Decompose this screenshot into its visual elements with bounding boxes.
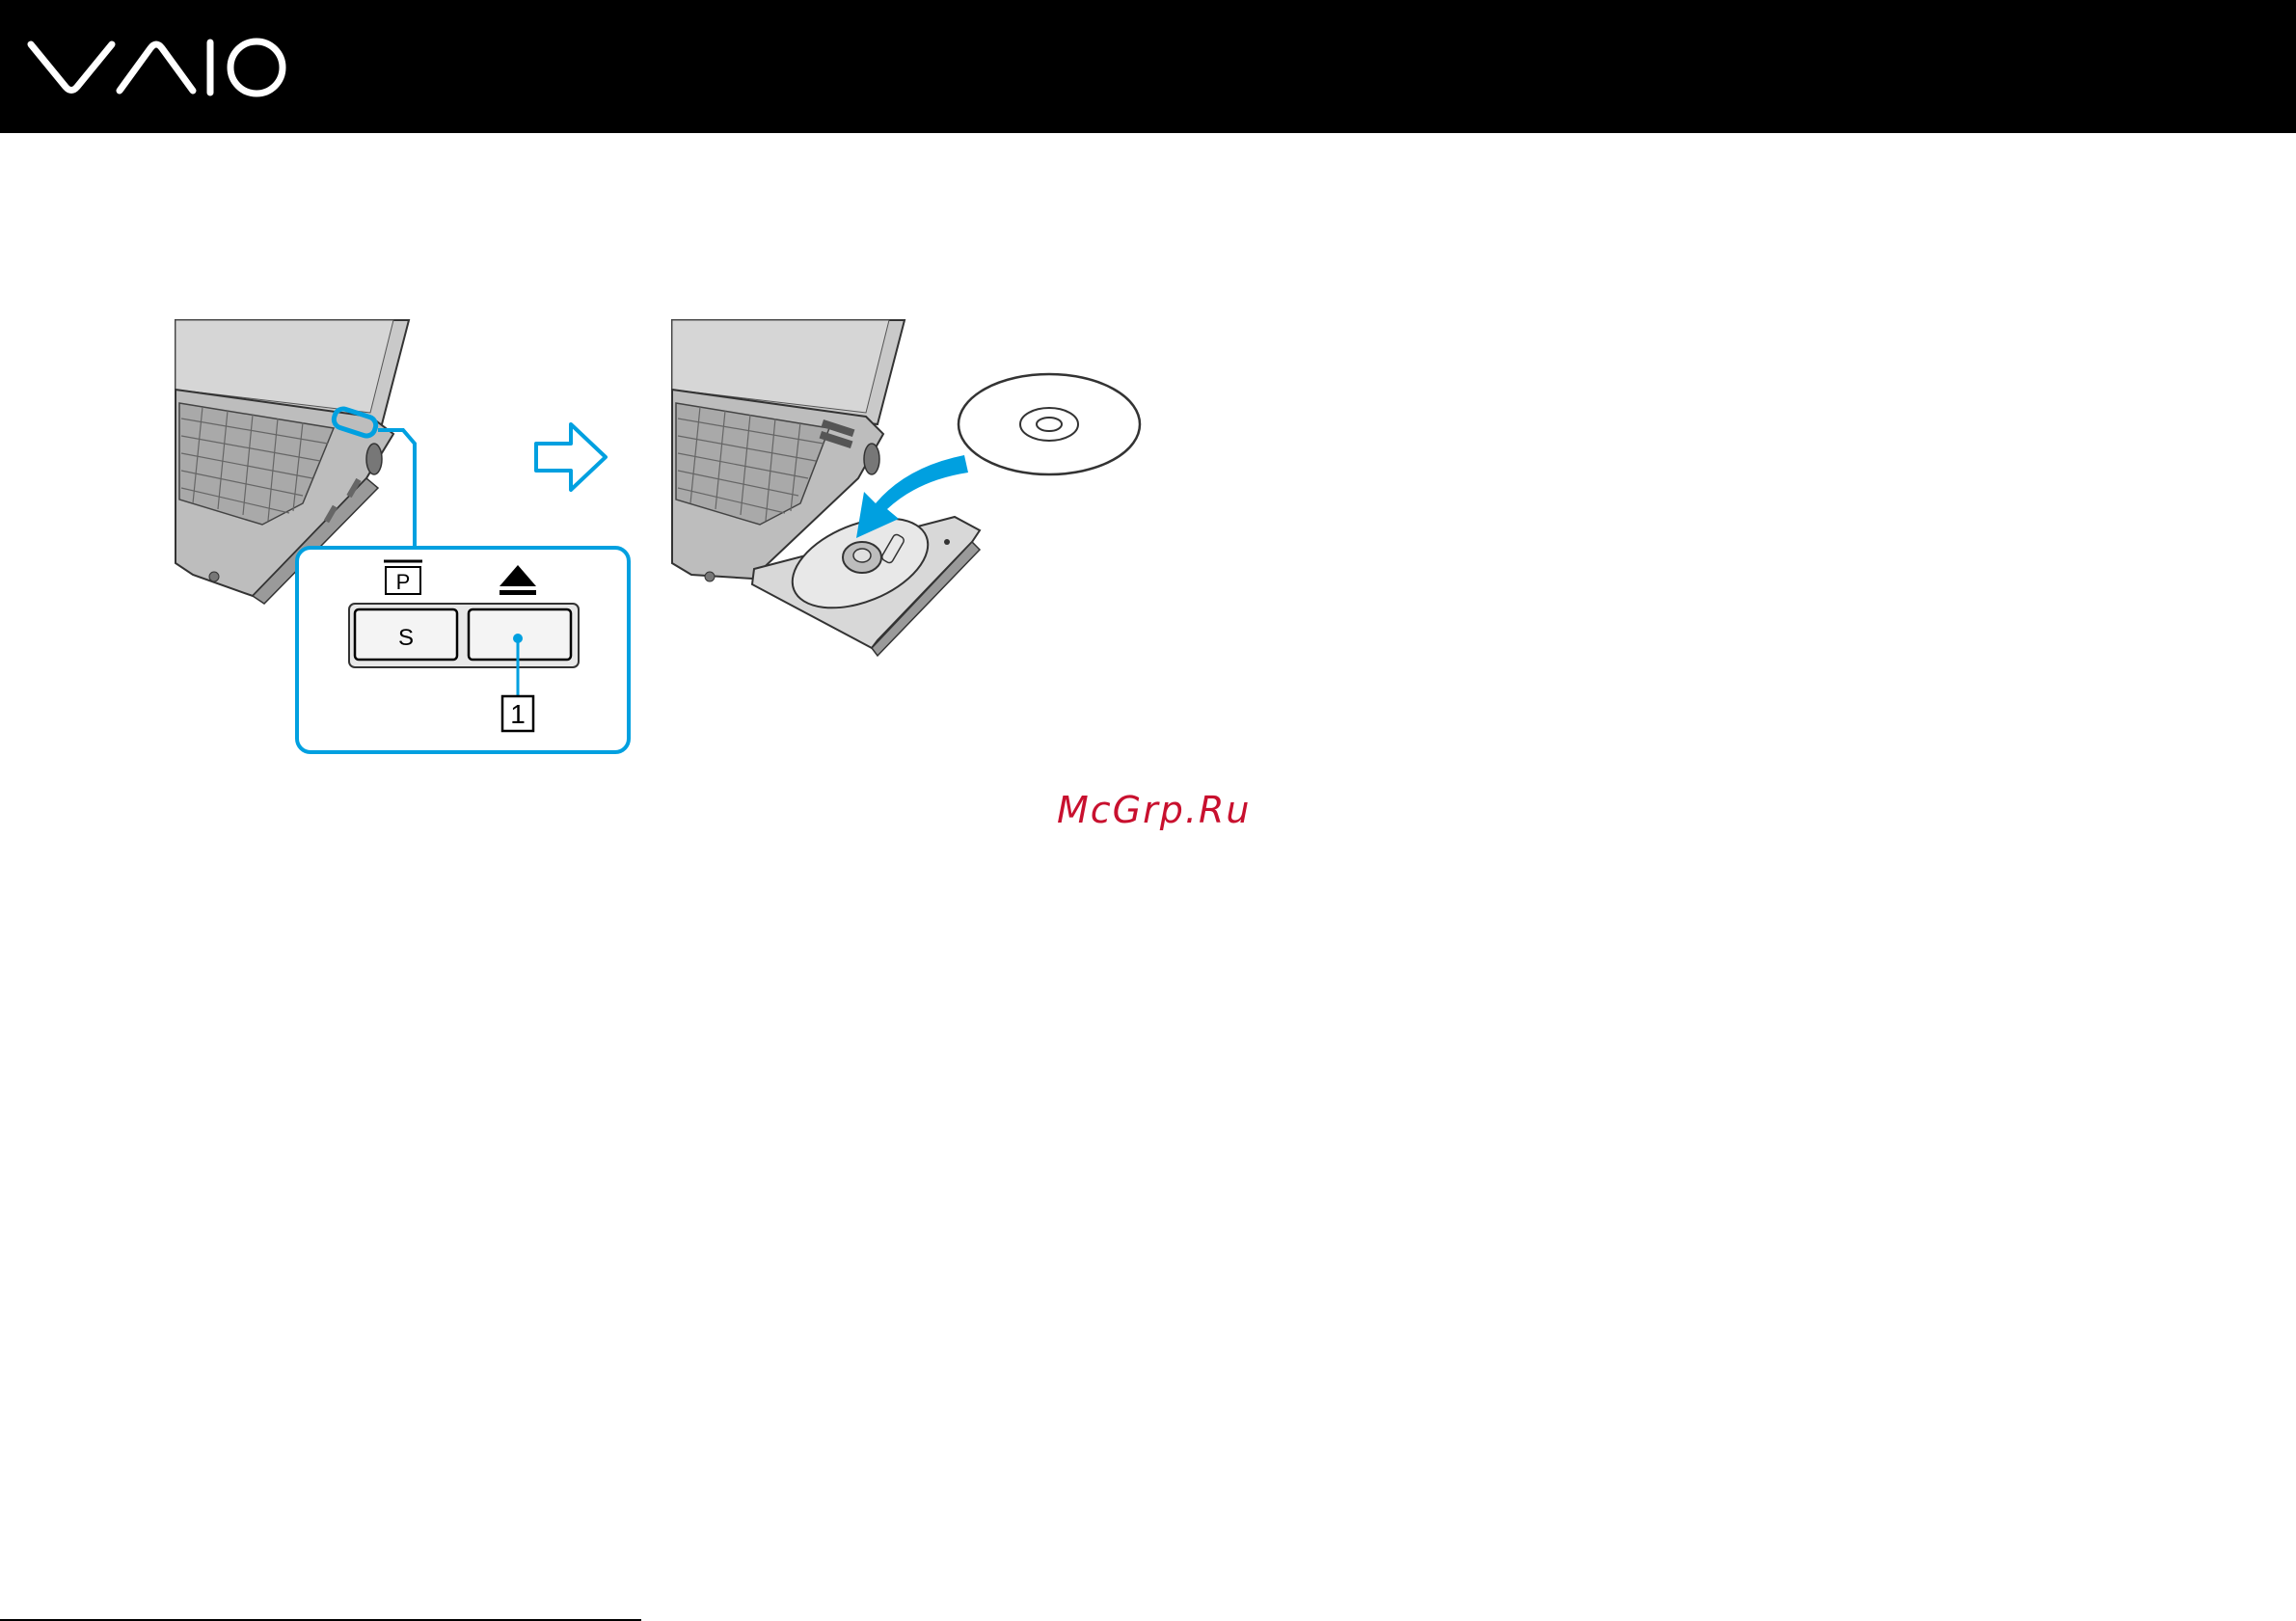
- button-zoom-panel: P S 1: [297, 548, 629, 752]
- watermark: McGrp.Ru: [1057, 789, 1251, 831]
- header-bar: [0, 0, 2296, 133]
- callout-number: 1: [510, 699, 526, 729]
- disc-icon: [959, 374, 1140, 474]
- s-button-label: S: [398, 625, 414, 651]
- power-indicator-icon: P: [384, 561, 422, 594]
- right-arrow-icon: [536, 424, 606, 490]
- disc-insertion-illustration: P S 1: [0, 289, 1254, 791]
- vaio-logo: [27, 35, 289, 100]
- laptop-right: [672, 320, 980, 656]
- power-label: P: [396, 570, 411, 594]
